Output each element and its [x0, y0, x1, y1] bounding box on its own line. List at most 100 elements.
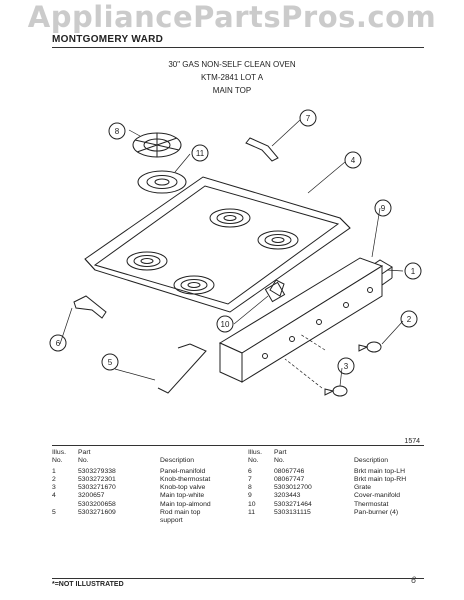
- illus-no: 2: [52, 475, 56, 483]
- part-no: 3203443: [274, 492, 301, 500]
- callout-circle-6: [49, 334, 67, 352]
- part-description: Panel-manifold: [160, 467, 206, 475]
- brand-name: MONTGOMERY WARD: [52, 34, 164, 45]
- not-illustrated-note: *=NOT ILLUSTRATED: [52, 581, 124, 588]
- illus-no: 7: [248, 475, 252, 483]
- thermostat-drawing: [269, 279, 285, 297]
- part-description: Brkt main top-RH: [354, 475, 407, 483]
- callout-circle-8: [108, 122, 126, 140]
- table-row: 11 5303131115 Pan-burner (4): [248, 509, 424, 517]
- header-part: Part: [78, 449, 91, 456]
- manifold-panel-drawing: [218, 257, 384, 383]
- part-description: Cover-manifold: [354, 492, 401, 500]
- part-description: Pan-burner (4): [354, 509, 399, 517]
- illus-no: 8: [248, 484, 252, 492]
- callout-label-8: 8: [115, 127, 120, 136]
- part-description: Knob-top valve: [160, 484, 206, 492]
- watermark: AppliancePartsPros.com: [27, 0, 437, 34]
- illus-no: 9: [248, 492, 252, 500]
- part-no: 5303012700: [274, 484, 312, 492]
- callout-circle-7: [299, 109, 317, 127]
- callout-circle-1: [404, 262, 422, 280]
- bracket-rh-drawing: [245, 137, 279, 162]
- table-row: 5 5303271609 Rod main top: [52, 509, 240, 517]
- illus-no: 11: [248, 509, 256, 517]
- header-description-right: Description: [354, 457, 388, 465]
- title-block: 30" GAS NON-SELF CLEAN OVEN KTM-2841 LOT…: [0, 58, 464, 97]
- callout-circle-5: [101, 353, 119, 371]
- leader-lines: [59, 119, 404, 389]
- callout-circle-10: [216, 315, 234, 333]
- table-row: 3 5303271670 Knob-top valve: [52, 484, 240, 492]
- callout-label-7: 7: [306, 114, 311, 123]
- part-description: Thermostat: [354, 500, 389, 508]
- callout-circle-9: [374, 199, 392, 217]
- title-line-model: 30" GAS NON-SELF CLEAN OVEN: [168, 60, 296, 69]
- table-row: 2 5303272301 Knob-thermostat: [52, 476, 240, 484]
- part-no: 5303279338: [78, 467, 116, 475]
- table-row: 4 3200657 Main top-white: [52, 492, 240, 500]
- part-description: Grate: [354, 484, 371, 492]
- illus-no: 4: [52, 492, 56, 500]
- grate-drawing: [132, 132, 182, 158]
- header-part-no: No.: [78, 457, 89, 465]
- title-line-lot: KTM-2841 LOT A: [200, 73, 264, 82]
- illus-no: [52, 501, 78, 509]
- table-row: 9 3203443 Cover-manifold: [248, 492, 424, 500]
- callout-circle-2: [400, 310, 418, 328]
- knob-thermostat-drawing: [358, 341, 382, 353]
- part-no: 5303272301: [78, 475, 116, 483]
- part-description: Main top-white: [160, 492, 205, 500]
- table-row: 1 5303279338 Panel-manifold: [52, 468, 240, 476]
- header-illus-no-right: No.: [248, 457, 259, 465]
- table-row: 7 08067747 Brkt main top-RH: [248, 476, 424, 484]
- callout-label-4: 4: [351, 156, 356, 165]
- header-part-no-right: No.: [274, 457, 285, 465]
- rod-support-drawing: [157, 343, 207, 394]
- part-description: Main top-almond: [160, 500, 211, 508]
- table-row: 8 5303012700 Grate: [248, 484, 424, 492]
- part-description: support: [160, 517, 183, 525]
- illus-no: [52, 517, 78, 525]
- callout-label-6: 6: [56, 339, 61, 348]
- callout-label-5: 5: [108, 358, 113, 367]
- callout-label-2: 2: [407, 315, 412, 324]
- illus-no: 1: [52, 467, 56, 475]
- callout-label-9: 9: [381, 204, 386, 213]
- callout-label-3: 3: [344, 362, 349, 371]
- bracket-lh-drawing: [73, 295, 107, 319]
- header-illus-right: Illus.: [248, 449, 262, 456]
- page-mark: 6: [410, 575, 416, 585]
- callout-circle-3: [337, 357, 355, 375]
- exploded-parts-diagram: 8 11 7 4 9 1 2 3 10 5 6: [49, 109, 422, 397]
- part-description: Rod main top: [160, 509, 201, 517]
- part-no: 3200657: [78, 492, 105, 500]
- part-no: 5303131115: [274, 509, 311, 517]
- bottom-divider: [52, 578, 424, 579]
- part-no: [78, 517, 160, 525]
- header-illus: Illus.: [52, 449, 66, 456]
- callout-label-11: 11: [196, 149, 205, 158]
- header-part-right: Part: [274, 449, 287, 456]
- part-description: Knob-thermostat: [160, 475, 211, 483]
- main-top-drawing: [84, 176, 351, 313]
- part-no: 5303271670: [78, 484, 116, 492]
- part-no: 08067747: [274, 475, 305, 483]
- part-no: 5303271609: [78, 509, 116, 517]
- burner-pan-drawing: [137, 170, 187, 194]
- table-divider: [52, 445, 424, 446]
- part-description: Brkt main top-LH: [354, 467, 405, 475]
- header-illus-no: No.: [52, 457, 63, 465]
- title-line-section: MAIN TOP: [212, 86, 252, 95]
- callout-label-1: 1: [411, 267, 416, 276]
- illus-no: 3: [52, 484, 56, 492]
- illus-no: 5: [52, 509, 56, 517]
- callout-circle-11: [191, 144, 209, 162]
- part-no: 5303271464: [274, 500, 312, 508]
- figure-number: 1574: [404, 438, 420, 445]
